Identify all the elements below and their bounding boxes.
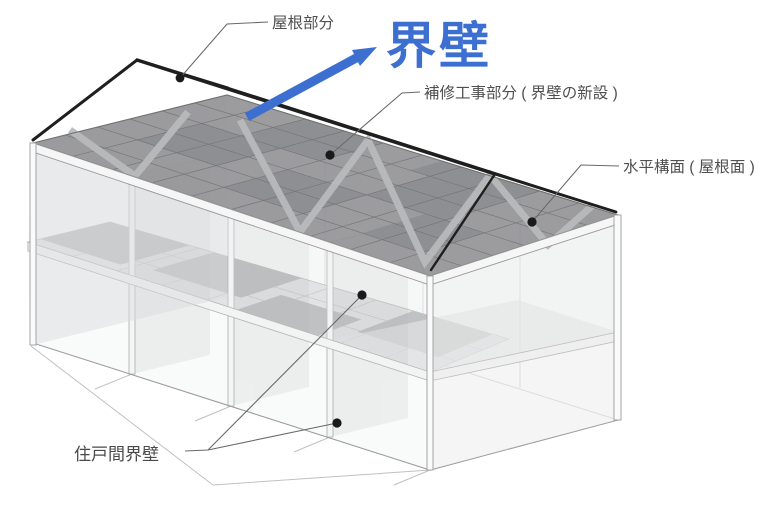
label-unit-partition: 住戸間界壁 [74,445,159,464]
kabeki-arrow [244,47,377,121]
ground-outline [30,345,431,486]
label-roof-part: 屋根部分 [272,14,334,32]
label-repair-part: 補修工事部分 ( 界壁の新設 ) [424,84,618,102]
leader-lines [179,21,620,452]
kabeki-callout-text: 界壁 [386,18,492,74]
corner-columns [29,142,622,471]
label-horizontal-plane: 水平構面 ( 屋根面 ) [623,158,755,176]
gable-roof-wireframe [31,58,618,272]
leader-dots [175,73,537,428]
